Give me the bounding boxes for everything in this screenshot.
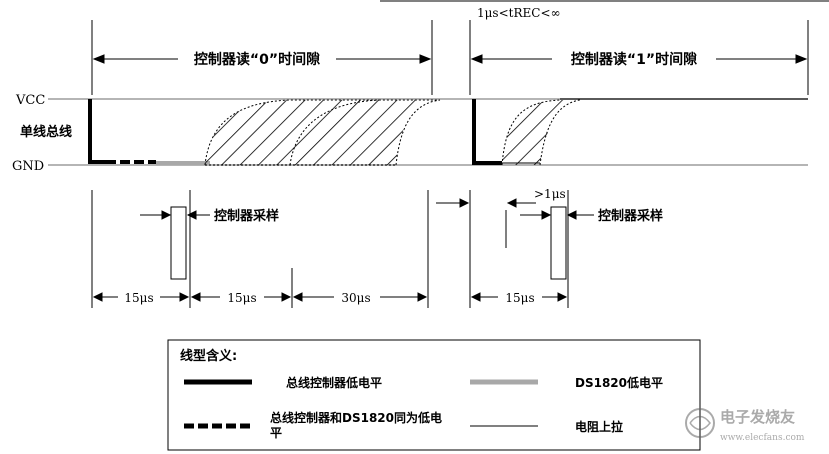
legend-both-low-label: 总线控制器和DS1820同为低电平 — [270, 411, 443, 440]
dim-15us-c-label: 15μs — [505, 291, 534, 305]
vcc-label: VCC — [15, 93, 45, 108]
slot0-label: 控制器读“0”时间隙 — [194, 51, 320, 68]
slot1-sample-window — [550, 206, 567, 280]
slot0-sample-arrows — [140, 210, 210, 220]
slot0-waveform — [88, 99, 441, 166]
gt1us-label: >1μs — [534, 187, 566, 201]
dimension-30us — [292, 292, 428, 302]
slot1-label: 控制器读“1”时间隙 — [571, 51, 697, 68]
gnd-label: GND — [12, 159, 44, 174]
legend-controller-low-label: 总线控制器低电平 — [286, 375, 382, 390]
slot1-dimension-arrow — [470, 54, 808, 64]
watermark-logo: 电子发烧友 www.elecfans.com — [685, 408, 805, 443]
legend-pullup-label: 电阻上拉 — [575, 419, 623, 434]
watermark-url: www.elecfans.com — [720, 433, 805, 443]
dim-15us-a-label: 15μs — [124, 291, 153, 305]
slot0-sample-window — [170, 206, 187, 280]
legend-box: 线型含义: 总线控制器低电平 DS1820低电平 总线控制器和DS1820同为低… — [167, 339, 701, 451]
slot0-dimension-arrow — [92, 54, 432, 64]
watermark-text: 电子发烧友 — [720, 408, 795, 426]
legend-title: 线型含义: — [180, 348, 237, 364]
dim-15us-b-label: 15μs — [227, 291, 256, 305]
slot1-sample-arrows — [520, 210, 594, 220]
dimension-15us-b — [190, 292, 292, 302]
bus-label: 单线总线 — [20, 124, 72, 140]
slot0-sample-label: 控制器采样 — [214, 208, 279, 224]
slot0-hatch-region — [205, 100, 432, 165]
recovery-arrows — [436, 198, 470, 208]
slot1-hatch-region — [502, 100, 580, 165]
slot1-waveform — [472, 98, 808, 166]
dim-30us-label: 30μs — [341, 291, 370, 305]
legend-ds1820-low-label: DS1820低电平 — [575, 375, 663, 390]
dimension-15us-c — [470, 292, 568, 302]
slot1-sample-label: 控制器采样 — [598, 208, 663, 224]
dimension-15us-a — [92, 292, 190, 302]
gt1us-arrows — [506, 198, 536, 208]
recovery-time-label: 1μs<tREC<∞ — [477, 6, 561, 20]
